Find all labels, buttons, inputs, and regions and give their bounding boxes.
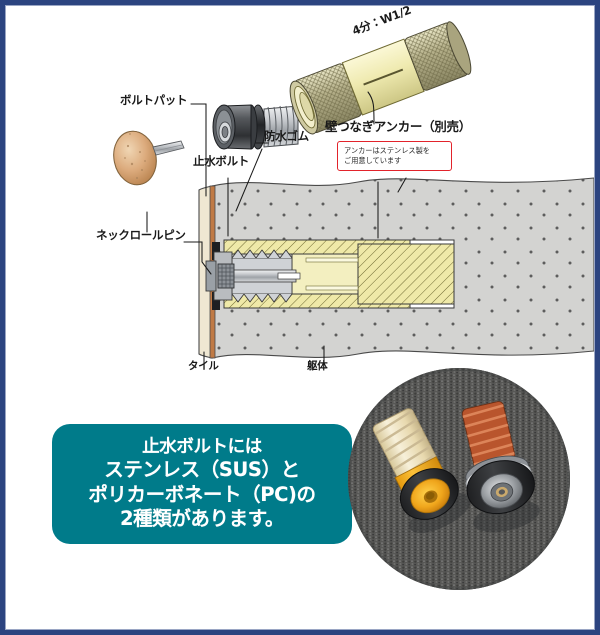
label-waterproof-rubber: 防水ゴム bbox=[264, 129, 309, 143]
bolt-pad-part bbox=[113, 130, 185, 186]
label-tile: タイル bbox=[188, 360, 219, 372]
stop-water-bolt-part bbox=[212, 104, 299, 150]
label-stop-water-bolt: 止水ボルト bbox=[193, 154, 249, 168]
pc-bolt-photo bbox=[372, 408, 472, 533]
label-neck-roll-pin: ネックロールピン bbox=[96, 228, 186, 242]
sus-bolt-photo bbox=[461, 401, 540, 533]
label-wall-tie-anchor: 壁つなぎアンカー（別売） bbox=[325, 119, 471, 134]
product-photo-circle bbox=[348, 368, 570, 590]
anchor-note-box: アンカーはステンレス製を ご用意しています bbox=[337, 141, 452, 171]
leader-lines bbox=[146, 91, 407, 365]
wall-tie-anchor-part bbox=[289, 21, 472, 135]
bolt-in-section bbox=[205, 242, 301, 310]
technical-illustration bbox=[6, 6, 594, 396]
callout-line-2: ステンレス（SUS）と bbox=[104, 458, 300, 482]
label-structure-body: 躯体 bbox=[307, 360, 328, 372]
label-bolt-pad: ボルトパット bbox=[120, 93, 188, 107]
callout-line-3: ポリカーボネート（PC)の bbox=[88, 482, 316, 506]
callout-line-1: 止水ボルトには bbox=[142, 437, 262, 458]
callout-text: 止水ボルトには ステンレス（SUS）と ポリカーボネート（PC)の 2種類があり… bbox=[88, 436, 316, 532]
anchor-note-line-2: ご用意しています bbox=[344, 156, 402, 166]
anchor-note-line-1: アンカーはステンレス製を bbox=[344, 146, 430, 155]
callout-line-4: 2種類があります。 bbox=[119, 507, 284, 531]
teal-callout-box: 止水ボルトには ステンレス（SUS）と ポリカーボネート（PC)の 2種類があり… bbox=[52, 424, 352, 544]
